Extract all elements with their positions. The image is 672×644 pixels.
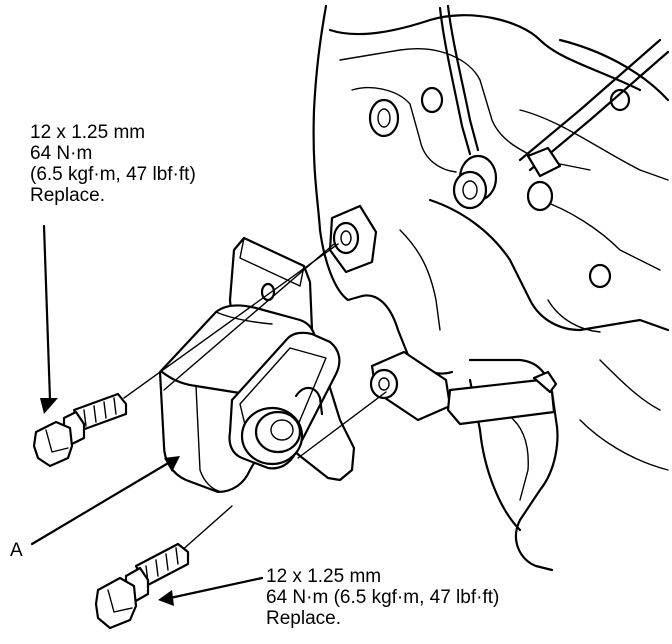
engine-block (312, 4, 670, 572)
lower-bolt-torque: 64 N·m (6.5 kgf·m, 47 lbf·ft) (266, 587, 500, 608)
lower-bolt-size: 12 x 1.25 mm (266, 566, 382, 587)
engine-mount-a (158, 236, 356, 494)
alignment-lines (163, 243, 387, 459)
lower-bolt (94, 505, 233, 630)
upper-bolt-torque: 64 N·m (30, 143, 93, 164)
part-a-label: A (10, 540, 23, 561)
upper-bolt-callout: 12 x 1.25 mm 64 N·m (6.5 kgf·m, 47 lbf·f… (30, 122, 196, 206)
upper-bolt (32, 243, 339, 468)
upper-bolt-torque-alt: (6.5 kgf·m, 47 lbf·ft) (30, 164, 196, 185)
part-a-arrowhead (164, 456, 180, 472)
upper-bolt-size: 12 x 1.25 mm (30, 122, 146, 143)
lower-bolt-note: Replace. (266, 608, 341, 629)
upper-callout-arrowhead (40, 398, 58, 414)
lower-callout-arrowhead (158, 590, 174, 606)
leader-lines (30, 224, 264, 606)
upper-bolt-note: Replace. (30, 185, 105, 206)
lower-bolt-callout: 12 x 1.25 mm 64 N·m (6.5 kgf·m, 47 lbf·f… (266, 566, 499, 629)
